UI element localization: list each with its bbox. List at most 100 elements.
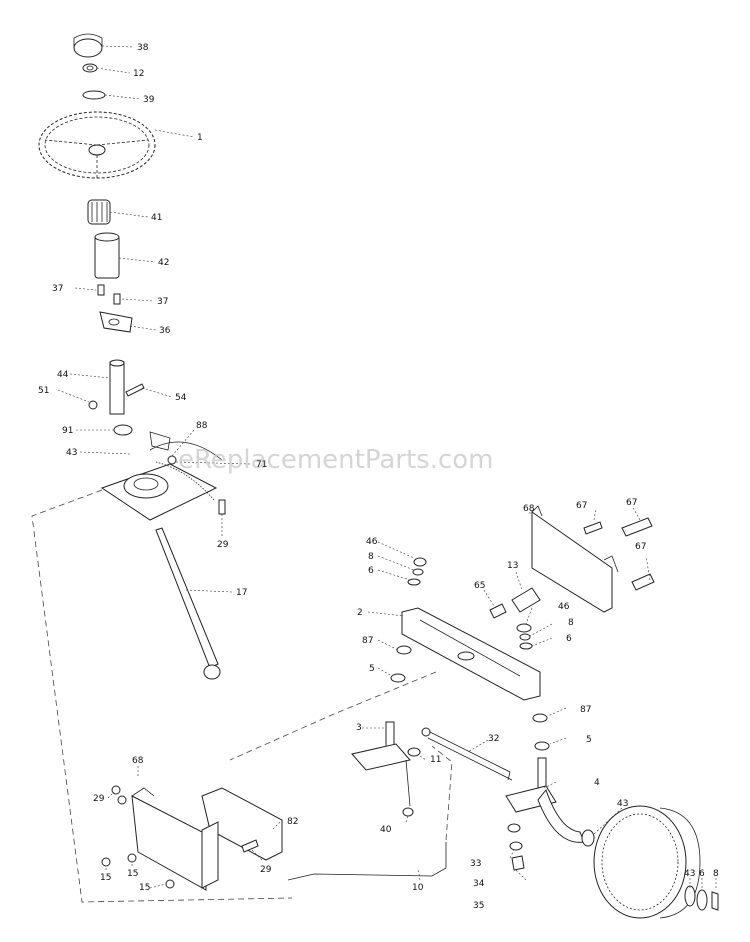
washer-39 [82,90,106,100]
callout-5-right: 5 [586,735,592,745]
callout-5-left: 5 [369,664,375,674]
cap-46-left [413,557,427,567]
bushing-87-right [532,713,548,723]
bolt-67-c [631,573,655,591]
clip-91 [113,424,133,436]
pin-65 [489,603,507,619]
callout-1: 1 [197,133,203,143]
callout-36: 36 [159,326,171,336]
callout-42: 42 [158,258,169,268]
callout-29-lower-left: 29 [93,794,105,804]
callout-71: 71 [256,460,267,470]
callout-87-left: 87 [362,636,373,646]
steering-cap-38 [73,33,103,58]
bushing-13 [511,587,541,613]
callout-91: 91 [62,426,73,436]
bushing-43-spindle [581,829,595,847]
callout-8-right: 8 [568,618,574,628]
bolt-29-lower-c [241,839,259,853]
callout-88: 88 [196,421,208,431]
nut-40 [402,807,414,817]
callout-43-wheel: 43 [684,869,695,879]
washer-8-right [519,633,531,641]
bushing-43-wheel [684,885,696,907]
callout-67-a: 67 [576,501,587,511]
callout-54: 54 [175,393,187,403]
nut-15-b [127,853,137,863]
spindle-3 [351,721,411,807]
cap-46-right [516,623,532,633]
bracket-68-upper [531,505,619,613]
washer-33 [507,823,521,833]
clip-8-wheel [711,891,719,911]
callout-34: 34 [473,879,485,889]
bracket-68-lower [131,787,207,891]
bolt-29-upper [218,499,226,515]
callout-68-lower: 68 [132,756,144,766]
callout-43-spindle: 43 [617,799,628,809]
callout-3: 3 [356,723,362,733]
callout-38: 38 [137,43,149,53]
callout-43-upper: 43 [66,448,77,458]
callout-37-right: 37 [157,297,168,307]
washer-6-wheel [696,889,708,911]
callout-10: 10 [412,883,424,893]
callout-17: 17 [236,588,247,598]
adapter-41 [87,199,111,225]
callout-44: 44 [57,370,69,380]
callout-41: 41 [151,213,162,223]
callout-33: 33 [470,859,481,869]
bolt-54 [125,383,145,397]
washer-8-left [412,568,424,576]
reference-line-mid [229,671,437,761]
callout-67-b: 67 [626,498,637,508]
callout-68-upper: 68 [523,504,535,514]
callout-82: 82 [287,817,298,827]
callout-2: 2 [357,608,363,618]
bolt-29-lower-b [117,795,127,805]
watermark: eReplacementParts.com [178,445,494,475]
bracket-36 [99,311,133,333]
tie-rod-32 [421,727,513,781]
nut-35 [511,855,525,871]
callout-35: 35 [473,901,484,911]
washer-11 [407,747,421,757]
front-wheel [593,805,701,919]
callout-39: 39 [143,95,155,105]
callout-65: 65 [474,581,485,591]
callout-13: 13 [507,561,518,571]
bushing-87-left [396,645,412,655]
callout-15-a: 15 [100,873,111,883]
callout-labels: 38 12 39 1 41 42 37 37 36 44 51 54 91 88… [38,43,719,911]
callout-8-left: 8 [368,552,374,562]
steering-wheel-1 [38,111,156,179]
pin-88 [167,455,177,465]
bracket-82 [201,787,283,889]
callout-37-left: 37 [52,284,63,294]
drag-link-17 [155,527,221,680]
callout-46-right: 46 [558,602,570,612]
callout-40: 40 [380,825,392,835]
leader-lines [57,45,717,890]
nut-15-c [165,879,175,889]
nut-51 [88,400,98,410]
callout-12: 12 [133,69,144,79]
washer-5-left [390,673,406,683]
bolt-29-lower-a [111,785,121,795]
front-axle-2 [401,607,541,701]
bolt-67-a [583,521,603,535]
callout-46-left: 46 [366,537,378,547]
bolt-37-right [113,293,121,305]
callout-4: 4 [594,778,600,788]
callout-6-wheel: 6 [699,869,705,879]
callout-11: 11 [430,755,441,765]
callout-29-lower-right: 29 [260,865,272,875]
bolt-67-b [621,517,653,537]
steering-gear-plate [100,431,223,521]
washer-5-right [534,741,550,751]
callout-51: 51 [38,386,49,396]
callout-87-right: 87 [580,705,591,715]
nut-12 [82,63,98,73]
